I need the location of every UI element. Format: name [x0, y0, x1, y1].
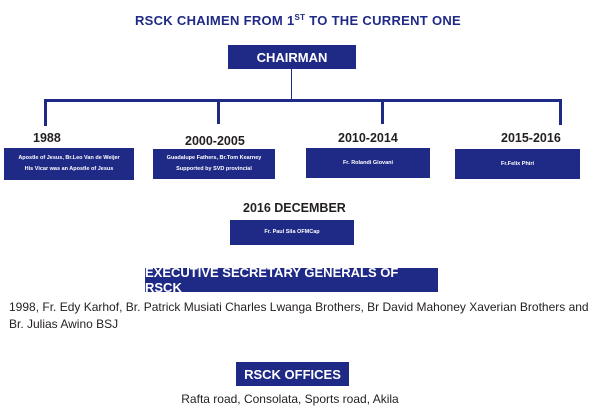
connector-drop-3 [381, 99, 384, 124]
title-superscript: ST [294, 13, 306, 22]
period-line: Fr.Felix Phiri [500, 160, 534, 167]
connector-vertical-main [291, 69, 292, 100]
exec-secretaries-box: EXECUTIVE SECRETARY GENERALS OF RSCK [145, 265, 438, 295]
period-year-2: 2000-2005 [185, 134, 245, 148]
exec-secretaries-text: 1998, Fr. Edy Karhof, Br. Patrick Musiat… [9, 300, 589, 331]
period-year-4: 2015-2016 [501, 131, 561, 145]
page-title: RSCK CHAIMEN FROM 1ST TO THE CURRENT ONE [0, 13, 596, 28]
connector-horizontal [44, 99, 562, 102]
offices-box: RSCK OFFICES [236, 362, 349, 386]
chairman-box: CHAIRMAN [228, 45, 356, 69]
period-line: Guadalupe Fathers, Br.Tom Kearney [166, 155, 262, 161]
current-year: 2016 DECEMBER [243, 201, 346, 215]
current-name: Fr. Paul Sila OFMCap [264, 229, 320, 235]
period-year-3: 2010-2014 [338, 131, 398, 145]
offices-text: Rafta road, Consolata, Sports road, Akil… [181, 392, 399, 406]
current-box: Fr. Paul Sila OFMCap [230, 220, 354, 245]
period-line: Fr. Rolandi Giovani [342, 159, 394, 166]
period-box-4: Fr.Felix Phiri [455, 149, 580, 179]
title-suffix: TO THE CURRENT ONE [305, 13, 462, 28]
connector-drop-2 [217, 99, 220, 124]
title-prefix: RSCK CHAIMEN FROM 1 [134, 13, 295, 28]
connector-drop-1 [44, 99, 47, 126]
period-line: His Vicar was an Apostle of Jesus [24, 166, 114, 172]
period-box-3: Fr. Rolandi Giovani [306, 148, 430, 178]
period-year-1: 1988 [33, 131, 61, 145]
connector-drop-4 [559, 99, 562, 125]
period-box-2: Guadalupe Fathers, Br.Tom Kearney Suppor… [153, 149, 275, 179]
period-line: Supported by SVD provincial [176, 166, 252, 172]
period-line: Apostle of Jesus, Br.Leo Van de Weijer [18, 155, 120, 161]
period-box-1: Apostle of Jesus, Br.Leo Van de Weijer H… [4, 148, 134, 180]
